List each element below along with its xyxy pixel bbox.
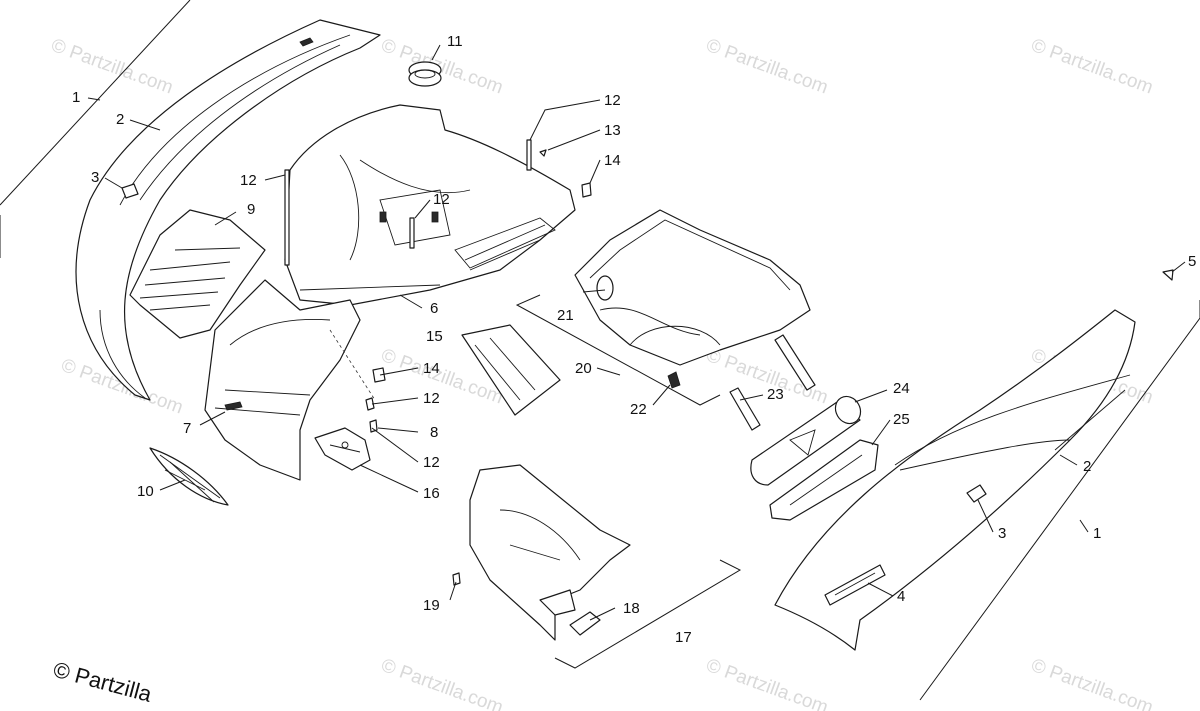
badge-3-left xyxy=(121,183,139,199)
small-badge-18 xyxy=(569,611,601,636)
callout-1: 1 xyxy=(1093,525,1101,542)
watermark-text: © Partzilla.com xyxy=(378,655,505,711)
callout-6: 6 xyxy=(430,300,438,317)
callout-3: 3 xyxy=(91,169,99,186)
callout-2: 2 xyxy=(1083,458,1091,475)
callout-9: 9 xyxy=(247,201,255,218)
strap xyxy=(729,334,816,431)
callout-13: 13 xyxy=(604,122,621,139)
callout-14: 14 xyxy=(423,360,440,377)
hood-console xyxy=(284,104,576,306)
lower-front-panel xyxy=(469,464,631,641)
side-grille xyxy=(129,209,266,339)
watermark-text: © Partzilla.com xyxy=(1028,35,1155,99)
storage-tray xyxy=(574,209,811,389)
mounting-bracket xyxy=(314,427,371,471)
left-side-panel xyxy=(75,19,381,401)
callout-7: 7 xyxy=(183,420,191,437)
watermark-text: © Partzilla.com xyxy=(48,35,175,99)
right-side-panel-shape xyxy=(774,309,1136,651)
callout-4: 4 xyxy=(897,588,905,605)
callout-23: 23 xyxy=(767,386,784,403)
callout-19: 19 xyxy=(423,597,440,614)
callout-labels: 1 2 3 9 11 12 12 13 14 12 6 15 21 20 22 … xyxy=(72,33,1196,646)
callout-8: 8 xyxy=(430,424,438,441)
hood-console-shape xyxy=(284,104,576,306)
callout-12: 12 xyxy=(423,390,440,407)
callout-12: 12 xyxy=(433,191,450,208)
front-mesh xyxy=(149,447,229,506)
front-hood xyxy=(204,279,361,481)
grommet xyxy=(408,61,442,87)
watermark-text: © Partzilla.com xyxy=(1028,655,1155,711)
lower-front-panel-shape xyxy=(469,464,631,641)
callout-3: 3 xyxy=(998,525,1006,542)
callout-22: 22 xyxy=(630,401,647,418)
callout-20: 20 xyxy=(575,360,592,377)
callout-12: 12 xyxy=(423,454,440,471)
leader-lines xyxy=(87,44,1186,621)
bracket-storage-group xyxy=(515,294,721,406)
clear-panel xyxy=(461,324,561,416)
callout-18: 18 xyxy=(623,600,640,617)
callout-11: 11 xyxy=(447,33,463,50)
callout-14: 14 xyxy=(604,152,621,169)
callout-12: 12 xyxy=(240,172,257,189)
fasteners xyxy=(284,139,592,586)
badge-3-right xyxy=(966,484,987,503)
copyright-text: © Partzilla xyxy=(51,657,155,707)
bracket-right-side-panel xyxy=(919,300,1200,701)
callout-24: 24 xyxy=(893,380,910,397)
watermark-text: © Partzilla.com xyxy=(378,35,505,99)
callout-1: 1 xyxy=(72,89,80,106)
watermark-text: © Partzilla.com xyxy=(703,35,830,99)
front-hood-shape xyxy=(204,279,361,481)
callout-17: 17 xyxy=(675,629,692,646)
left-side-panel-shape xyxy=(75,19,381,401)
callout-21: 21 xyxy=(557,307,574,324)
callout-12: 12 xyxy=(604,92,621,109)
right-side-panel xyxy=(774,309,1136,651)
callout-15: 15 xyxy=(426,328,443,345)
callout-2: 2 xyxy=(116,111,124,128)
bag-tray xyxy=(769,439,879,521)
callout-25: 25 xyxy=(893,411,910,428)
side-emblem-4 xyxy=(824,564,886,606)
callout-5: 5 xyxy=(1188,253,1196,270)
storage-bag xyxy=(750,395,862,486)
watermark-text: © Partzilla.com xyxy=(703,655,830,711)
callout-10: 10 xyxy=(137,483,154,500)
bracket-lower-panel-group xyxy=(554,559,742,669)
bracket-left-side-panel xyxy=(0,0,191,206)
callout-16: 16 xyxy=(423,485,440,502)
screw-5 xyxy=(1162,269,1174,281)
